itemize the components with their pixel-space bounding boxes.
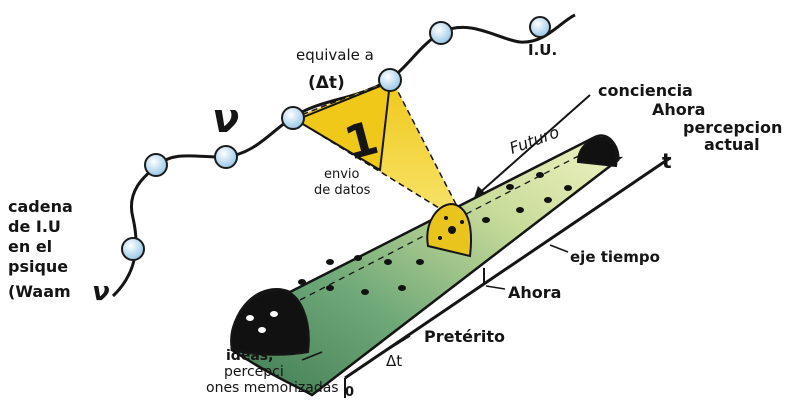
label-eje-tiempo: eje tiempo — [570, 248, 660, 266]
label-equivale-a: equivale a — [296, 46, 374, 64]
label-de-datos: de datos — [314, 183, 371, 198]
label-waam-symbol: ν — [92, 277, 110, 307]
label-actual: actual — [704, 135, 760, 154]
label-conciencia: conciencia — [598, 81, 693, 100]
label-cadena-3: en el — [8, 237, 52, 256]
iu-node-6 — [430, 22, 452, 44]
label-mu-symbol: ν — [212, 96, 239, 142]
label-delta-t-top: (Δt) — [308, 73, 345, 93]
label-futuro: Futuro — [507, 122, 562, 158]
tube-opening-past — [231, 290, 309, 355]
label-cadena-2: de I.U — [8, 217, 61, 236]
label-ideas-1: ideas, — [226, 348, 273, 364]
label-ahora-top: Ahora — [652, 100, 705, 119]
label-preterito: Pretérito — [424, 327, 505, 346]
label-delta-t-bottom: Δt — [386, 352, 402, 370]
label-origin: 0 — [345, 385, 354, 400]
pointer-eje — [550, 245, 568, 252]
label-t-axis: t — [662, 149, 672, 173]
label-cadena-4: psique — [8, 257, 68, 276]
label-cadena-1: cadena — [8, 197, 73, 216]
iu-node-2 — [145, 154, 167, 176]
label-ideas-3: ones memorizadas — [206, 380, 339, 396]
label-ahora-axis: Ahora — [508, 283, 561, 302]
pointer-ahora — [486, 286, 505, 289]
iu-node-5 — [379, 69, 401, 91]
iu-node-7 — [530, 17, 550, 37]
iu-node-1 — [122, 238, 144, 260]
label-iu: I.U. — [528, 41, 557, 59]
label-waam: (Waam — [8, 282, 71, 301]
iu-node-3 — [215, 146, 237, 168]
label-ideas-2: percepci — [224, 364, 284, 380]
iu-node-4 — [282, 107, 304, 129]
label-envio: envio — [324, 167, 360, 182]
